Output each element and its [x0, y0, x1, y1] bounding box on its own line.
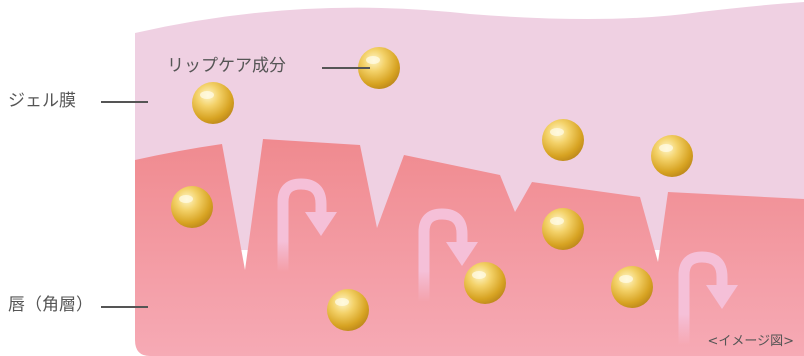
upward-hook-arrow-icon — [418, 208, 478, 302]
ingredient-droplet-icon — [542, 119, 584, 161]
ingredient-droplet-icon — [192, 82, 234, 124]
ingredient-droplet-icon — [358, 47, 400, 89]
image-note-caption: <イメージ図> — [707, 334, 794, 349]
gel-film-leader-line — [101, 101, 148, 103]
lip-care-ingredients-leader-line — [322, 67, 370, 69]
gel-film-label: ジェル膜 — [8, 91, 76, 111]
upward-hook-arrow-icon — [277, 178, 337, 272]
ingredient-droplet-icon — [542, 208, 584, 250]
ingredient-droplet-icon — [327, 289, 369, 331]
ingredient-droplet-icon — [464, 262, 506, 304]
lip-horny-layer-leader-line — [101, 306, 148, 308]
lip-horny-layer-label: 唇（角層） — [8, 295, 93, 315]
ingredient-droplet-icon — [611, 266, 653, 308]
ingredient-droplet-icon — [651, 135, 693, 177]
upward-hook-arrow-icon — [678, 251, 738, 345]
ingredient-droplet-icon — [171, 186, 213, 228]
lip-care-ingredients-label: リップケア成分 — [167, 56, 286, 76]
